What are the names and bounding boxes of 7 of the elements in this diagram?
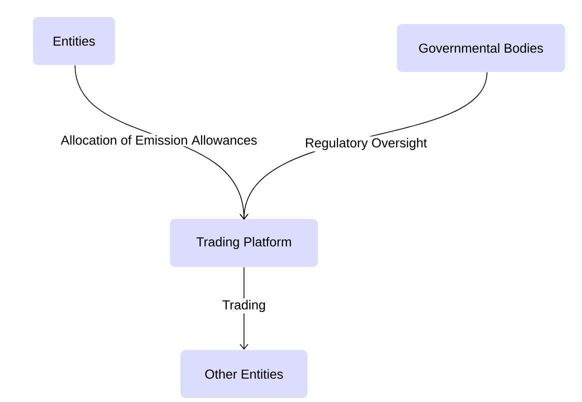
edge-label: Regulatory Oversight: [303, 136, 429, 152]
edge-label: Trading: [220, 298, 268, 314]
process-box: Governmental Bodies: [397, 24, 565, 72]
process-box: Entities: [33, 17, 115, 65]
edge-label: Allocation of Emission Allowances: [59, 134, 259, 146]
process-box: Other Entities: [180, 350, 308, 398]
process-box: Trading Platform: [170, 219, 318, 267]
